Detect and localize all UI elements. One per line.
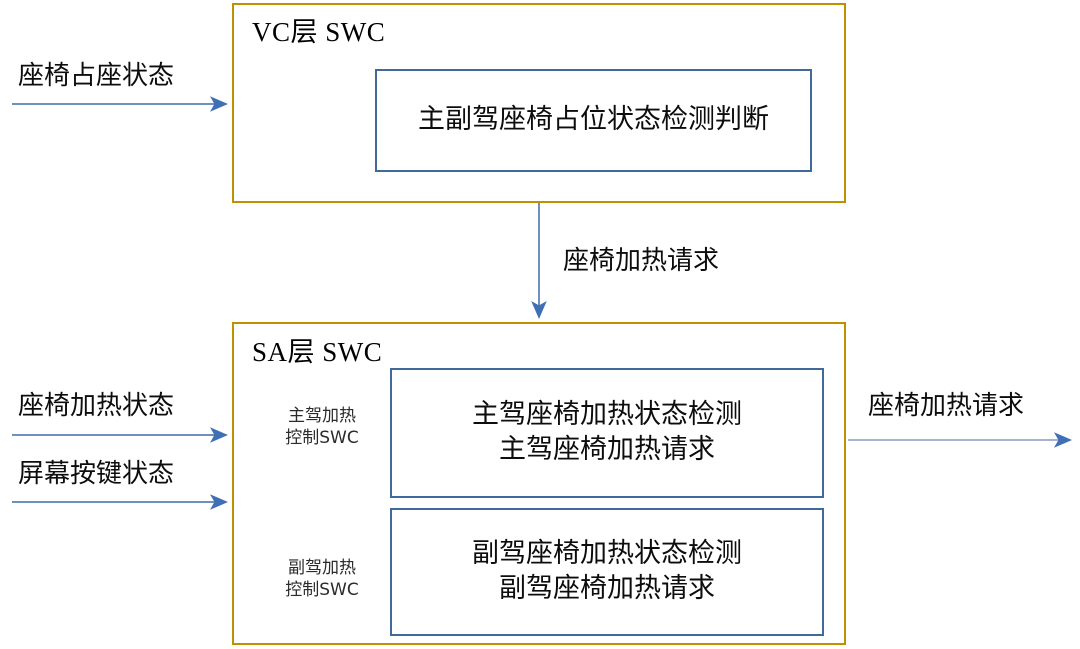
vc-occupancy-line-1: 主副驾座椅占位状态检测判断 [418,104,769,136]
signal-vc-input: 座椅占座状态 [18,61,175,91]
sa-layer-title: SA层 SWC [252,337,383,367]
passenger-heat-swc-label: 副驾加热 控制SWC [262,557,382,601]
driver-seat-heating-component[interactable]: 主驾座椅加热状态检测 主驾座椅加热请求 [390,368,824,498]
passenger-heat-swc-line-1: 副驾加热 [288,558,356,578]
signal-sa-output: 座椅加热请求 [868,391,1025,421]
passenger-seat-heating-component[interactable]: 副驾座椅加热状态检测 副驾座椅加热请求 [390,508,824,636]
signal-vc-to-sa: 座椅加热请求 [563,246,720,276]
passenger-heat-swc-line-2: 控制SWC [285,580,359,601]
driver-seat-heating-line-2: 主驾座椅加热请求 [499,434,715,465]
passenger-seat-heating-line-2: 副驾座椅加热请求 [499,573,715,604]
vc-occupancy-component[interactable]: 主副驾座椅占位状态检测判断 [375,69,812,172]
signal-sa-input-1: 座椅加热状态 [18,391,175,421]
driver-heat-swc-label: 主驾加热 控制SWC [262,405,382,449]
vc-layer-title: VC层 SWC [252,17,386,47]
signal-sa-input-2: 屏幕按键状态 [18,459,175,489]
driver-seat-heating-line-1: 主驾座椅加热状态检测 [472,399,742,431]
driver-heat-swc-line-2: 控制SWC [285,428,359,449]
passenger-seat-heating-line-1: 副驾座椅加热状态检测 [472,538,742,570]
driver-heat-swc-line-1: 主驾加热 [288,406,356,426]
